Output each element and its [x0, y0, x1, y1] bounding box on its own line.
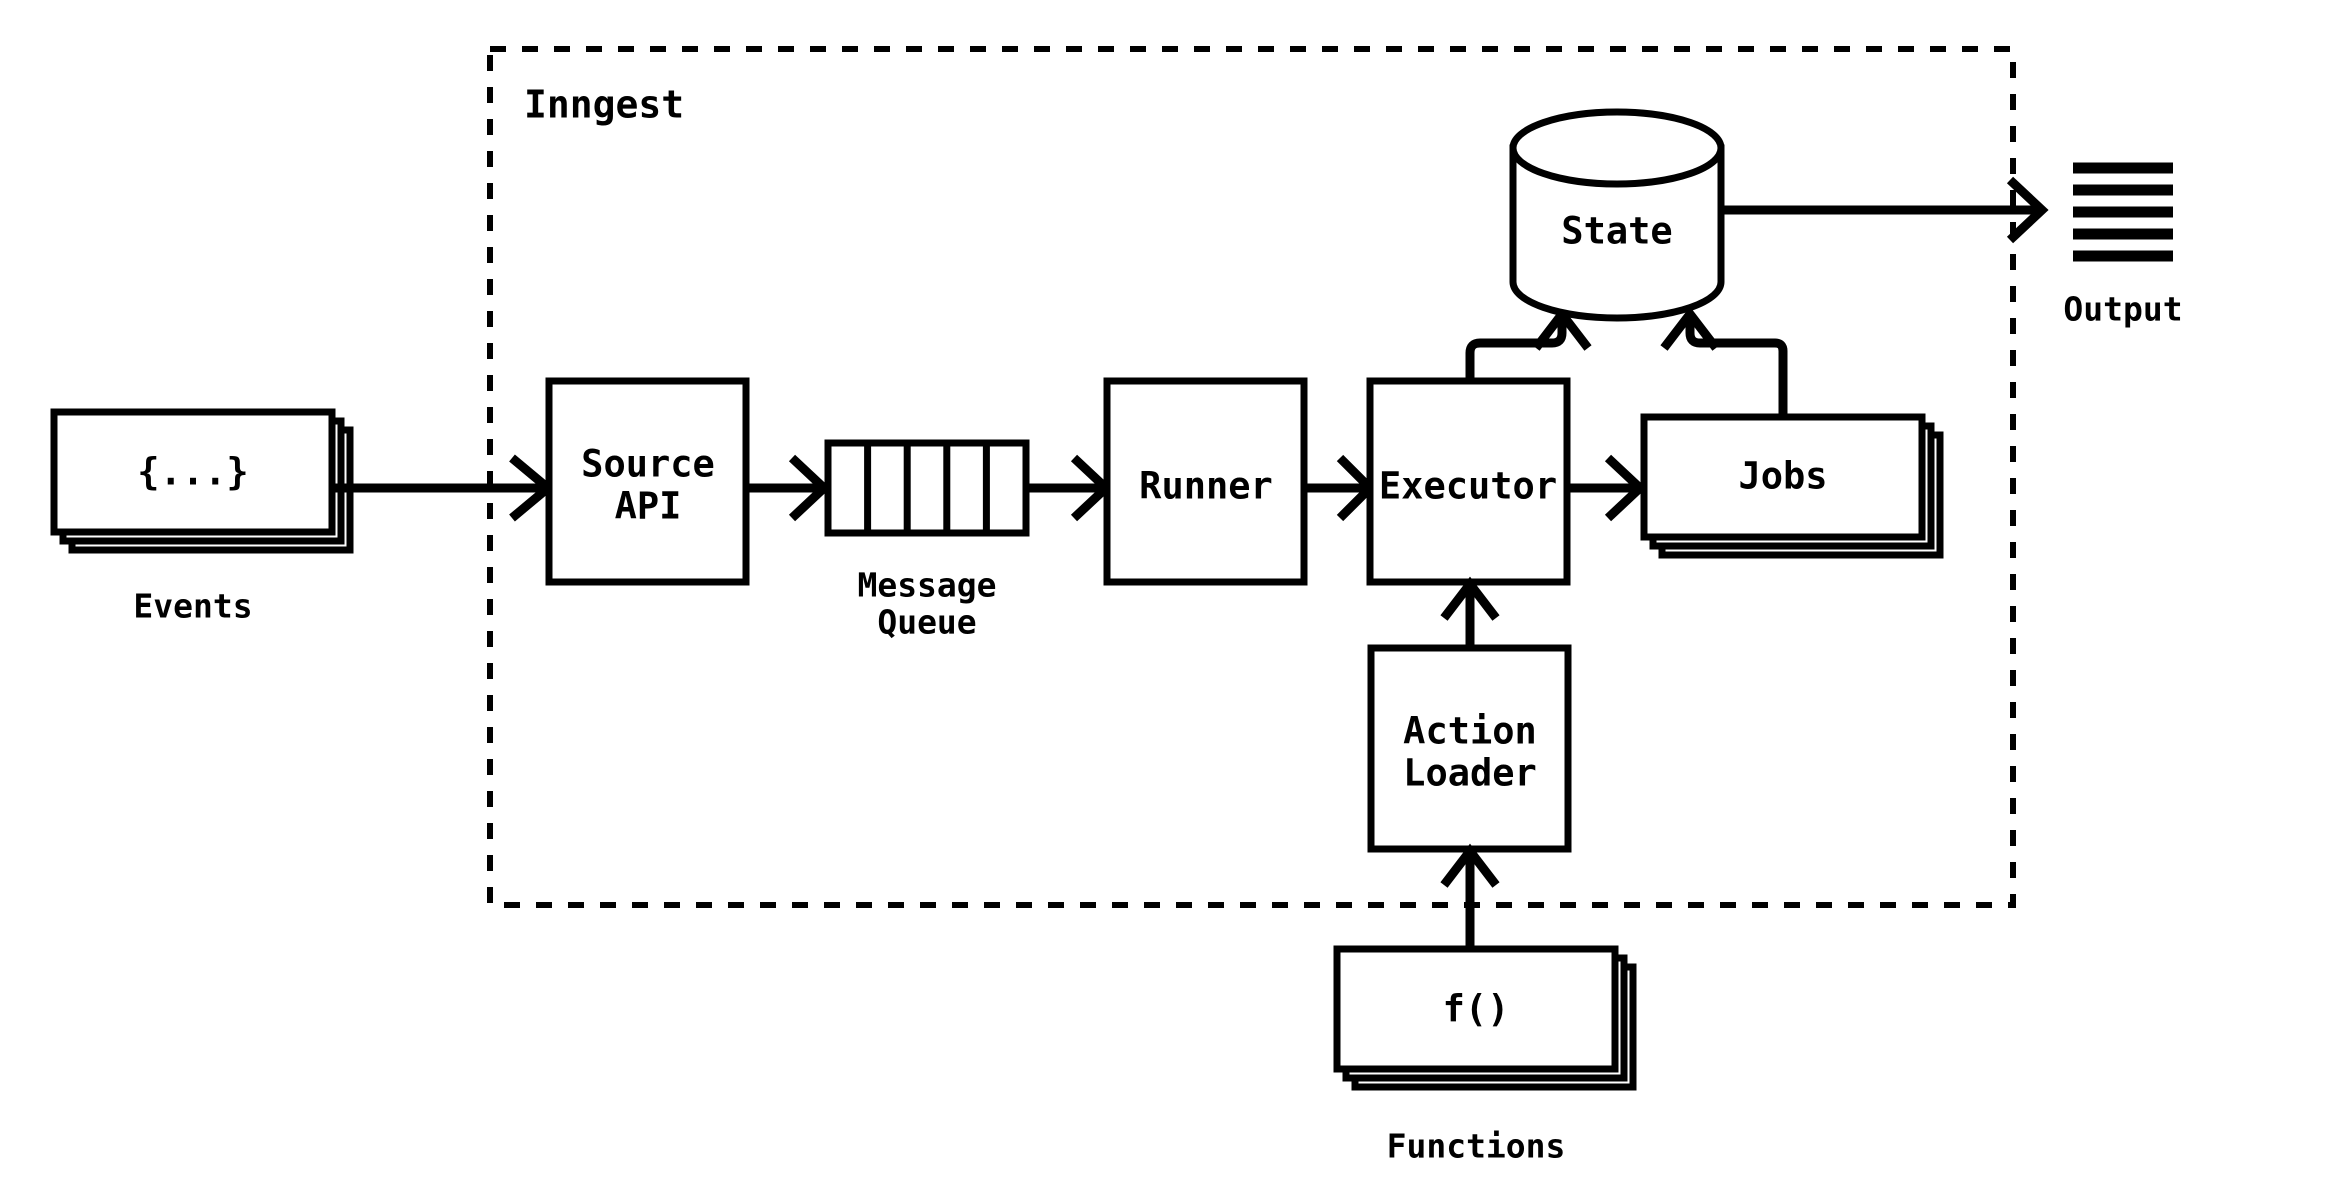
functions-card-label: f() [1443, 988, 1510, 1031]
edge-events-to-source-api [332, 454, 556, 522]
executor-node: Executor [1366, 377, 1571, 586]
state-label: State [1561, 210, 1672, 253]
runner-box [1103, 377, 1308, 586]
message-queue-node: Message Queue [824, 439, 1030, 642]
edge-executor-to-jobs [1567, 454, 1647, 522]
arrowhead-icon [1660, 306, 1720, 351]
state-node: State [1509, 108, 1725, 322]
edge-source-api-to-message-queue [746, 454, 831, 522]
edge-action-loader-to-executor [1440, 576, 1500, 648]
functions-caption: Functions [1387, 1127, 1566, 1166]
executor-box [1366, 377, 1571, 586]
edge-state-to-output [1721, 176, 2049, 244]
jobs-card-front [1640, 413, 1926, 541]
action-loader-label-line2: Loader [1403, 752, 1537, 795]
arrowhead-icon [788, 454, 831, 522]
events-caption: Events [133, 587, 252, 626]
arrowhead-icon [2006, 176, 2049, 244]
inngest-group-label: Inngest [524, 83, 684, 127]
functions-card-front [1333, 945, 1619, 1073]
edge-jobs-to-state [1660, 306, 1788, 417]
message-queue-box [824, 439, 1030, 537]
message-queue-caption-line2: Queue [877, 603, 976, 642]
source-api-node: Source API [545, 377, 750, 586]
jobs-label: Jobs [1738, 455, 1827, 498]
source-api-box [545, 377, 750, 586]
edge-message-queue-to-runner [1026, 454, 1113, 522]
source-api-label-line2: API [615, 485, 682, 528]
message-queue-caption-line1: Message [857, 566, 996, 605]
events-node: {...} Events [50, 408, 354, 626]
arrowhead-icon [1440, 576, 1500, 621]
edge-runner-to-executor [1304, 454, 1377, 522]
events-card-front [50, 408, 336, 536]
runner-node: Runner [1103, 377, 1308, 586]
action-loader-node: Action Loader [1367, 644, 1572, 853]
arrowhead-icon [1440, 843, 1500, 888]
action-loader-box [1367, 644, 1572, 853]
runner-label: Runner [1139, 465, 1273, 508]
jobs-node: Jobs [1640, 413, 1944, 559]
output-caption: Output [2063, 290, 2182, 329]
action-loader-label-line1: Action [1403, 710, 1537, 753]
edge-path [1685, 318, 1788, 417]
state-cylinder-top [1509, 108, 1725, 188]
edge-path [1465, 318, 1567, 381]
source-api-label-line1: Source [581, 443, 715, 486]
executor-label: Executor [1379, 465, 1557, 508]
events-card-label: {...} [137, 451, 248, 494]
edge-functions-to-action-loader [1440, 843, 1500, 948]
edge-executor-to-state [1465, 306, 1592, 381]
inngest-group-boundary [487, 46, 2016, 908]
arrowhead-icon [1604, 454, 1647, 522]
state-cylinder-body [1509, 144, 1725, 322]
output-node: Output [2063, 162, 2183, 329]
functions-node: f() Functions [1333, 945, 1637, 1166]
